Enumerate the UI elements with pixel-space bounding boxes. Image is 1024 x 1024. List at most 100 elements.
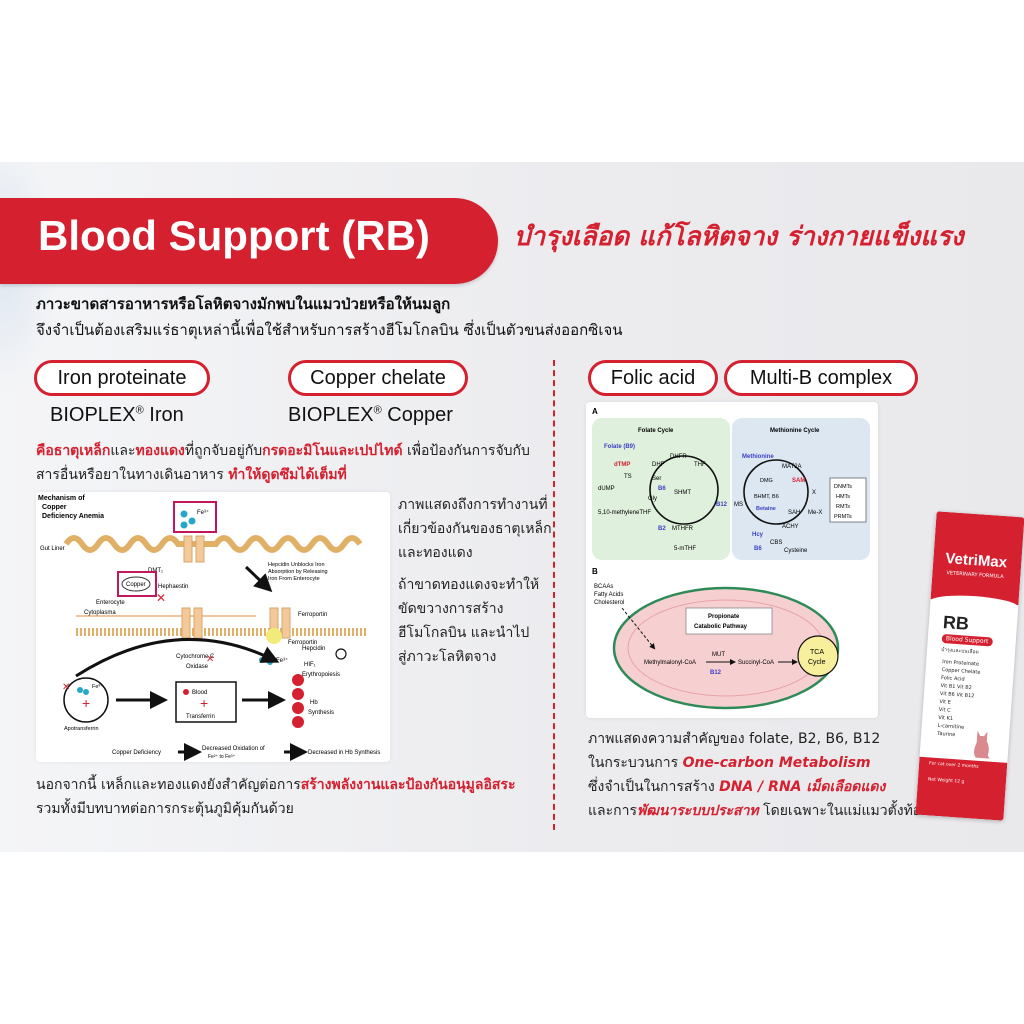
- hepcidin-note: Hepcidin Unblocks Iron: [268, 562, 325, 568]
- text-red: One-carbon Metabolism: [682, 755, 871, 771]
- oxidase-label: Oxidase: [186, 664, 209, 670]
- brand-name: BIOPLEX: [288, 404, 374, 426]
- apotransferrin-label: Apotransferrin: [64, 726, 99, 732]
- footnote-line-2: รวมทั้งมีบทบาทต่อการกระตุ้นภูมิคุ้มกันด้…: [36, 801, 294, 817]
- one-carbon-figure: A Folate Cycle Methionine Cycle Folate (…: [586, 402, 878, 718]
- sachet-age: For cat over 2 months: [928, 761, 979, 770]
- fe-conversion-label: Fe²⁺ to Fe³⁺: [208, 754, 236, 760]
- x-label: X: [812, 490, 816, 496]
- svg-text:✕: ✕: [62, 682, 70, 693]
- sachet-weight: Net Weight 12 g: [927, 777, 965, 785]
- cbs-label: CBS: [770, 540, 782, 546]
- methylmalonyl-label: Methylmalonyl-CoA: [644, 660, 696, 666]
- svg-text:✕: ✕: [206, 654, 214, 665]
- panel-label: B: [592, 567, 598, 576]
- text: โดยเฉพาะในแม่แมวตั้งท้อง: [758, 803, 929, 819]
- methylene-thf-label: 5,10-methyleneTHF: [598, 510, 651, 516]
- copper-box: [117, 571, 157, 597]
- background-panel: Blood Support (RB) บำรุงเลือด แก้โลหิตจา…: [0, 162, 1024, 852]
- hephaestin-label: Hephaestin: [158, 584, 188, 590]
- side-note-line: ฮีโมโกลบิน และนำไป: [398, 625, 530, 641]
- text: ที่ถูกจับอยู่กับ: [184, 443, 263, 459]
- fe3-label: Fe³⁺: [92, 683, 103, 690]
- b6-label: B6: [658, 486, 666, 492]
- figure-title: Copper: [42, 504, 67, 511]
- brand-bioplex-copper: BIOPLEX® Copper: [288, 404, 453, 427]
- slogan: บำรุงเลือด แก้โลหิตจาง ร่างกายแข็งแรง: [514, 222, 964, 252]
- ts-label: TS: [624, 474, 632, 480]
- side-note-line: และทองแดง: [398, 545, 473, 561]
- decreased-oxidation-label: Decreased Oxidation of: [202, 746, 265, 752]
- ferroportin-label: Ferroportin: [288, 640, 317, 646]
- side-note-line: ขัดขวางการสร้าง: [398, 601, 504, 617]
- transferrin-box: [175, 681, 237, 723]
- sah-label: SAH: [788, 510, 800, 516]
- copper-mechanism-figure: Mechanism of Copper Deficiency Anemia Fe…: [36, 492, 390, 762]
- prmts-label: PRMTs: [834, 514, 852, 520]
- intro-line-2: จึงจำเป็นต้องเสริมแร่ธาตุเหล่านี้เพื่อใช…: [36, 321, 623, 339]
- figure-title: Mechanism of: [38, 495, 85, 502]
- cytoplasma-label: Cytoplasma: [84, 610, 116, 616]
- sachet-footer: For cat over 2 months Net Weight 12 g: [915, 756, 1008, 821]
- sachet-subtitle: VETERINARY FORMULA: [946, 570, 1004, 581]
- text: และการ: [588, 803, 637, 819]
- sachet-product-name: RB: [942, 612, 970, 634]
- cycle-label: Cycle: [808, 659, 826, 666]
- hmts-label: HMTs: [836, 494, 850, 500]
- brand-bioplex-iron: BIOPLEX® Iron: [50, 404, 184, 427]
- intro-line-1: ภาวะขาดสารอาหารหรือโลหิตจางมักพบในแมวป่ว…: [36, 295, 451, 313]
- hb-label: Hb: [310, 700, 318, 706]
- betaine-label: Betaine: [756, 506, 776, 512]
- ser-label: Ser: [652, 476, 661, 482]
- fe3-label: Fe³⁺: [276, 657, 288, 664]
- side-note-line: ถ้าขาดทองแดงจะทำให้: [398, 577, 540, 593]
- synthesis-label: Synthesis: [308, 710, 334, 716]
- pill-multi-b-complex: Multi-B complex: [724, 360, 918, 396]
- b6-label: B6: [754, 546, 762, 552]
- fe3-label: Fe³⁺: [197, 509, 209, 516]
- registered-mark: ®: [373, 404, 382, 417]
- caption-line-3: ซึ่งจำเป็นในการสร้าง DNA / RNA เม็ดเลือด…: [588, 776, 885, 798]
- svg-text:+: +: [200, 695, 208, 711]
- product-sachet: VetriMax VETERINARY FORMULA RB Blood Sup…: [915, 511, 1024, 821]
- copper-label: Copper: [126, 582, 146, 588]
- fe-box: [173, 501, 217, 533]
- folate-cycle-box: [592, 418, 730, 560]
- tca-label: TCA: [810, 649, 824, 656]
- figure-title: Deficiency Anemia: [42, 513, 104, 520]
- side-note-line: ภาพแสดงถึงการทำงานที่: [398, 497, 548, 513]
- rmts-label: RMTs: [836, 504, 850, 510]
- text: สารอื่นหรือยาในทางเดินอาหาร: [36, 467, 229, 483]
- gly-label: Gly: [648, 496, 657, 502]
- text-red: DNA / RNA เม็ดเลือดแดง: [719, 779, 886, 795]
- dnmts-label: DNMTs: [834, 484, 852, 490]
- text-red: คือธาตุเหล็ก: [36, 443, 111, 459]
- sachet-badge: Blood Support: [941, 633, 993, 647]
- bcaas-label: BCAAs: [594, 584, 613, 590]
- hcy-label: Hcy: [752, 532, 764, 538]
- description-line-2: สารอื่นหรือยาในทางเดินอาหาร ทำให้ดูดซึมไ…: [36, 464, 347, 486]
- mitochondrion: [612, 586, 840, 710]
- methyltransferase-box: [829, 477, 867, 523]
- mut-label: MUT: [712, 652, 725, 658]
- dump-label: dUMP: [598, 486, 615, 492]
- mthfr-label: MTHFR: [672, 526, 694, 532]
- b2-label: B2: [658, 526, 666, 532]
- mex-label: Me-X: [808, 510, 822, 516]
- brand-suffix: Iron: [149, 404, 184, 426]
- registered-mark: ®: [135, 404, 144, 417]
- hepcidin-note: Iron From Enterocyte: [268, 576, 320, 582]
- sam-label: SAM: [792, 478, 805, 484]
- sachet-brand: VetriMax: [944, 550, 1008, 572]
- svg-text:✕: ✕: [156, 591, 166, 605]
- text: ซึ่งจำเป็นในการสร้าง: [588, 779, 720, 795]
- mthf-label: 5-mTHF: [674, 546, 696, 552]
- text-red: สร้างพลังงานและป้องกันอนุมูลอิสระ: [300, 777, 516, 793]
- shmt-label: SHMT: [674, 490, 691, 496]
- side-note-line: สู่ภาวะโลหิตจาง: [398, 649, 497, 665]
- fatty-acids-label: Fatty Acids: [594, 592, 623, 598]
- cholesterol-label: Cholesterol: [594, 600, 624, 606]
- gut-liner-label: Gut Liner: [40, 546, 65, 552]
- text: ในกระบวนการ: [588, 755, 683, 771]
- transferrin-label: Transferrin: [186, 714, 215, 720]
